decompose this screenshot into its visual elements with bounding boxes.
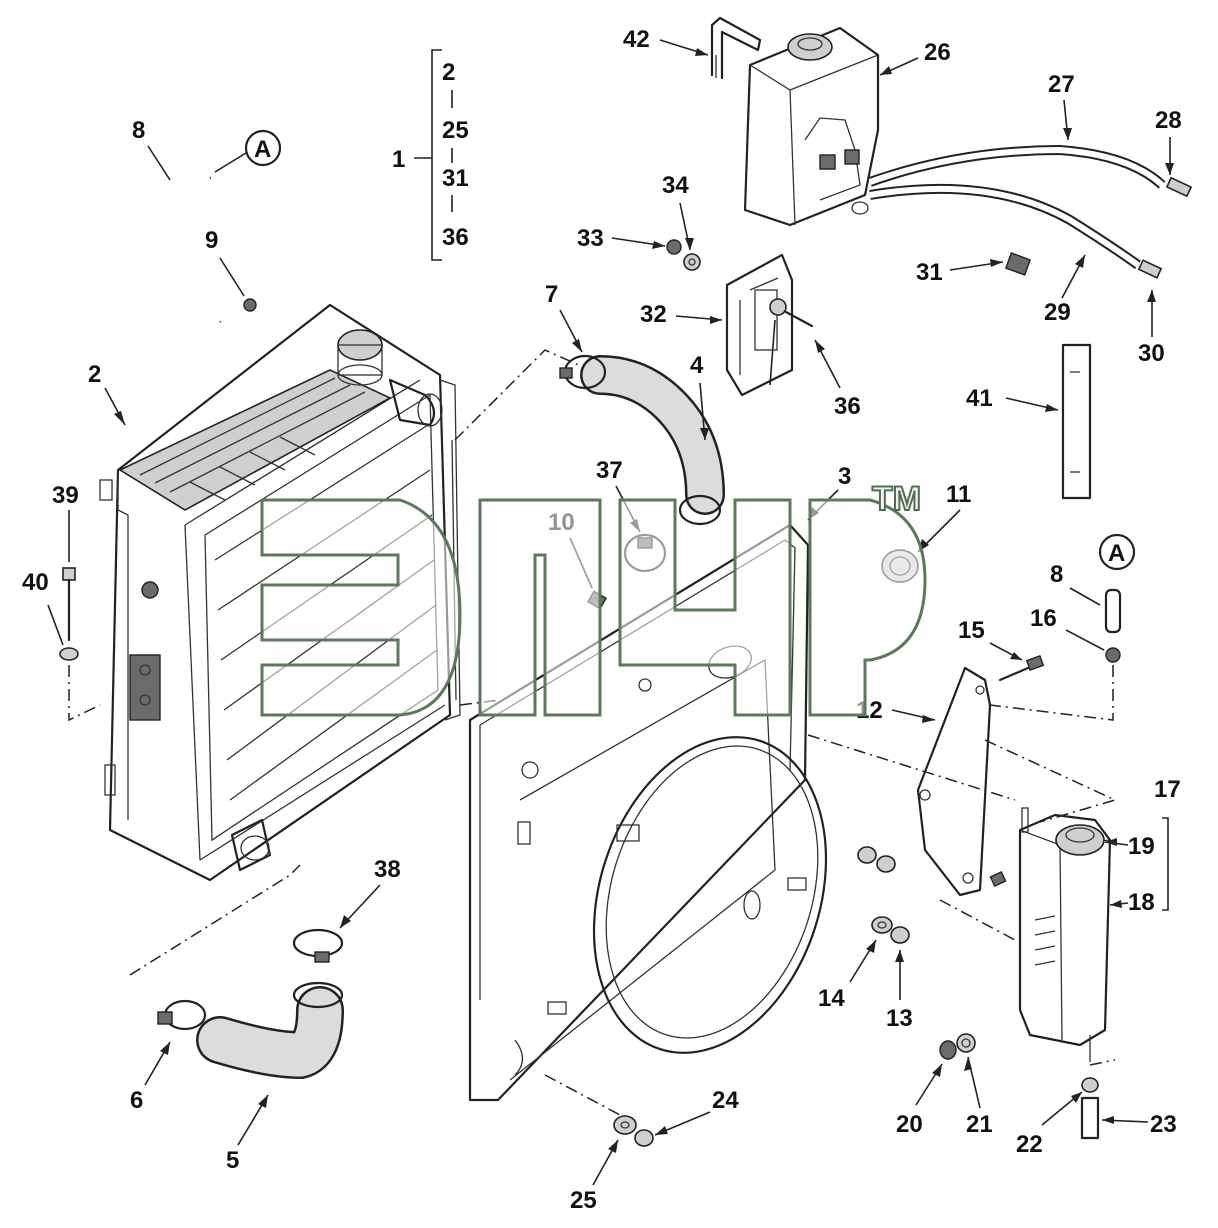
callout-22: 22	[1016, 1131, 1043, 1158]
callout-33: 33	[577, 225, 604, 252]
callout-42: 42	[623, 26, 650, 53]
callout-34: 34	[662, 172, 689, 199]
kit-bracket: 1 2 25 31 36	[392, 49, 469, 261]
drain-hose-23	[1080, 1096, 1100, 1140]
kit-item-1: 2	[442, 59, 455, 86]
watermark-logo: TM	[260, 479, 927, 717]
bolt-15	[998, 655, 1045, 682]
reservoir-hose-29	[869, 183, 1141, 270]
kit-item-2: 25	[442, 117, 469, 144]
callout-40: 40	[22, 569, 49, 596]
callout-2: 2	[88, 361, 101, 388]
kit-item-4: 36	[442, 224, 469, 251]
kit-item-3: 31	[442, 165, 469, 192]
fitting-30	[1137, 259, 1163, 279]
callout-5: 5	[226, 1147, 239, 1174]
hose-clip-31	[1004, 252, 1032, 276]
callout-24: 24	[712, 1087, 739, 1114]
nut-13	[890, 926, 910, 944]
callout-28: 28	[1155, 107, 1182, 134]
callout-23: 23	[1150, 1111, 1177, 1138]
callout-39: 39	[52, 482, 79, 509]
nut-33	[666, 239, 682, 255]
washer-25	[613, 1115, 637, 1135]
lower-hose	[196, 981, 344, 1080]
bolt-lower	[989, 871, 1007, 887]
reference-marker-a-bottom	[1098, 533, 1136, 571]
watermark-trademark: TM	[872, 480, 921, 518]
callout-9: 9	[205, 227, 218, 254]
callout-14: 14	[818, 985, 845, 1012]
callout-41: 41	[966, 385, 993, 412]
kit-number: 1	[392, 146, 405, 173]
callout-36: 36	[834, 393, 861, 420]
washer-40	[59, 647, 79, 661]
callout-4: 4	[690, 352, 704, 379]
fitting-28	[1165, 176, 1193, 198]
reference-marker-a-top-label: A	[254, 136, 271, 163]
callout-8-bottom: 8	[1050, 561, 1063, 588]
callout-20: 20	[896, 1111, 923, 1138]
callout-27: 27	[1048, 71, 1075, 98]
expansion-tank-bracket	[916, 666, 992, 897]
reference-marker-a-top	[244, 129, 282, 167]
hose-clamp-7	[559, 354, 607, 390]
callout-37: 37	[596, 457, 623, 484]
callout-6: 6	[130, 1087, 143, 1114]
upper-hose	[580, 355, 725, 526]
callout-19: 19	[1128, 833, 1155, 860]
callout-8-top: 8	[132, 117, 145, 144]
reference-marker-a-bottom-label: A	[1108, 540, 1125, 567]
cap-20	[939, 1040, 957, 1060]
overflow-hose-lower	[1104, 588, 1122, 634]
nut-washer-pair-upper	[857, 846, 896, 873]
hose-clip-22	[1081, 1077, 1099, 1093]
hose-clip-9	[243, 298, 257, 312]
nut-24	[634, 1129, 654, 1147]
callout-32: 32	[640, 301, 667, 328]
nut-34	[683, 253, 701, 271]
overflow-hose-upper	[126, 174, 223, 340]
washer-21	[956, 1033, 976, 1053]
hose-clamp-6	[157, 999, 207, 1031]
callout-17: 17	[1154, 776, 1181, 803]
callout-15: 15	[958, 617, 985, 644]
hose-clamp-38	[292, 928, 344, 963]
callout-3: 3	[838, 463, 851, 490]
callout-30: 30	[1138, 340, 1165, 367]
bolt-36	[769, 298, 814, 386]
mounting-bracket-32	[725, 253, 794, 397]
callout-7: 7	[545, 281, 558, 308]
hose-clip-16	[1105, 647, 1121, 663]
callout-25: 25	[570, 1187, 597, 1214]
expansion-tank	[1018, 807, 1112, 1062]
coolant-reservoir	[743, 26, 880, 227]
bracket-42	[710, 16, 762, 80]
callout-21: 21	[966, 1111, 993, 1138]
callout-26: 26	[924, 39, 951, 66]
tank-kit-bracket-17	[1162, 817, 1169, 911]
bolt-39	[62, 567, 76, 642]
callout-18: 18	[1128, 889, 1155, 916]
insulation-strip-41	[1061, 343, 1092, 500]
callout-13: 13	[886, 1005, 913, 1032]
callout-38: 38	[374, 856, 401, 883]
callout-29: 29	[1044, 299, 1071, 326]
callout-11: 11	[946, 481, 971, 508]
washer-14	[871, 916, 893, 934]
callout-16: 16	[1030, 605, 1057, 632]
callout-31: 31	[916, 259, 943, 286]
reservoir-hose-27	[868, 144, 1166, 189]
